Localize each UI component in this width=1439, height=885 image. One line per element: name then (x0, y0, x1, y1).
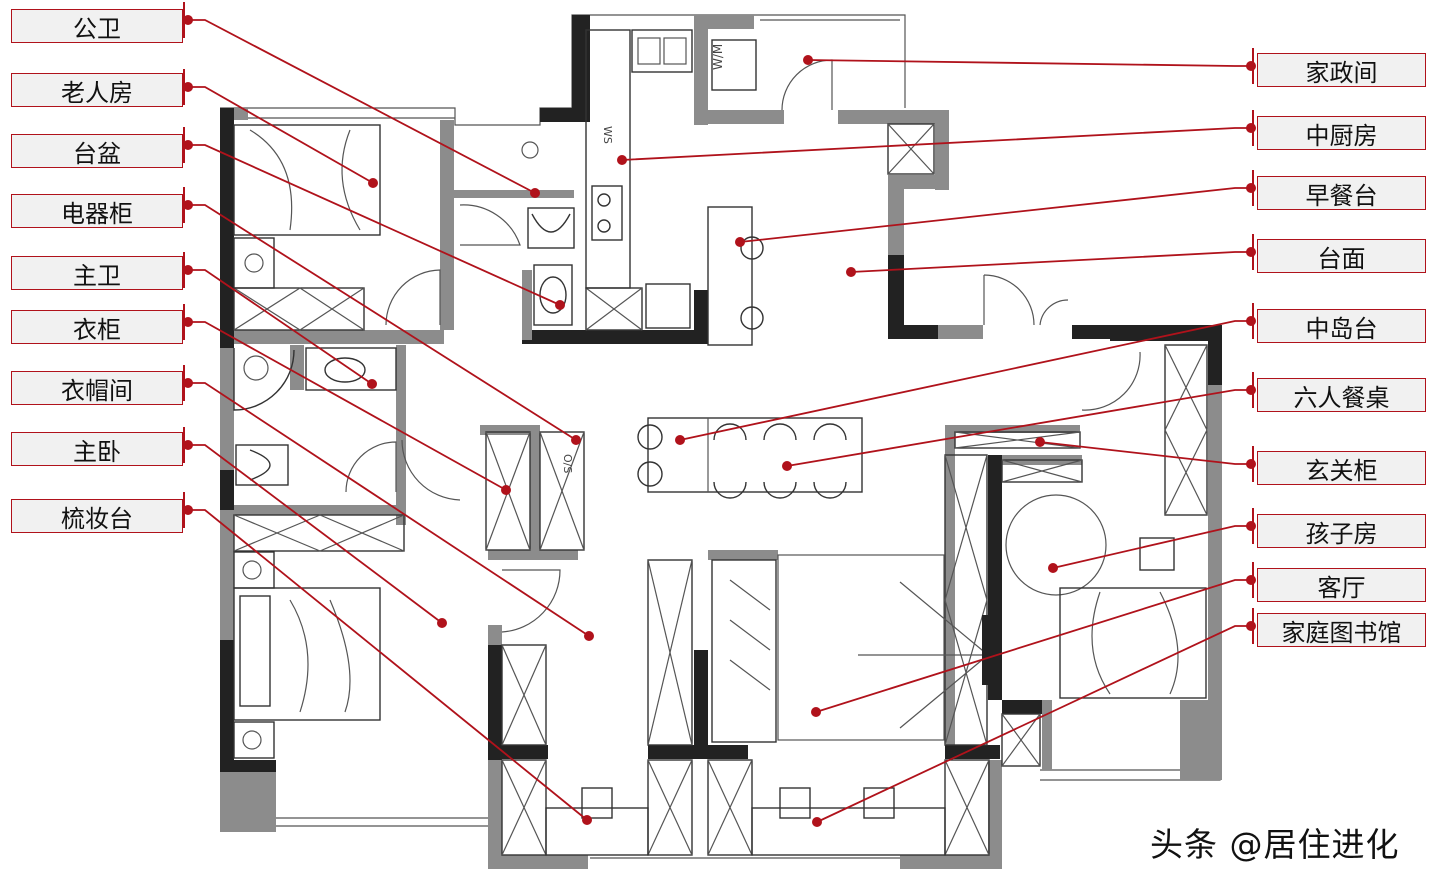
kitchen-fixtures: WS (585, 29, 753, 346)
label-breakfast-bar: 早餐台 (1257, 176, 1426, 210)
leader-utility-room (807, 59, 1253, 67)
master-bedroom-furniture (233, 551, 381, 759)
label-island: 中岛台 (1257, 309, 1426, 343)
label-tick (1252, 110, 1254, 146)
label-tick (1252, 372, 1254, 408)
label-tick (183, 252, 185, 288)
label-tick (183, 2, 185, 38)
label-tick (1252, 562, 1254, 598)
master-bath-fixtures (233, 347, 397, 493)
kids-room-furniture (1005, 351, 1207, 699)
wm-mark: W/M (711, 44, 725, 70)
label-dressing-table: 梳妆台 (11, 499, 183, 533)
label-family-library: 家庭图书馆 (1257, 613, 1426, 647)
label-tick (1252, 48, 1254, 84)
plan-outline (220, 14, 1221, 859)
leader-breakfast-bar (739, 187, 1253, 243)
label-entry-cabinet: 玄关柜 (1257, 451, 1426, 485)
label-wardrobe: 衣柜 (11, 310, 183, 344)
ws-mark: WS (601, 126, 614, 144)
label-tick (1252, 446, 1254, 482)
watermark: 头条 @居住进化 (1150, 825, 1400, 864)
label-public-bath: 公卫 (11, 9, 183, 43)
leader-basin (186, 144, 561, 306)
label-appliance-cabinet: 电器柜 (11, 194, 183, 228)
label-kids-room: 孩子房 (1257, 514, 1426, 548)
label-tick (183, 365, 185, 401)
leader-countertop (850, 251, 1253, 273)
leader-dots (183, 15, 1256, 827)
label-cloakroom: 衣帽间 (11, 371, 183, 405)
leader-elder-room (186, 86, 374, 184)
label-utility-room: 家政间 (1257, 53, 1426, 87)
label-tick (1252, 608, 1254, 644)
label-tick (183, 69, 185, 105)
label-chinese-kitchen: 中厨房 (1257, 116, 1426, 150)
label-tick (183, 127, 185, 163)
label-elder-room: 老人房 (11, 73, 183, 107)
structural-walls (220, 15, 1222, 772)
label-tick (1252, 234, 1254, 270)
label-countertop: 台面 (1257, 239, 1426, 273)
living-room-furniture (711, 554, 990, 743)
label-tick (183, 492, 185, 528)
label-six-seat-table: 六人餐桌 (1257, 378, 1426, 412)
os-mark: O/S (561, 454, 574, 473)
label-tick (1252, 303, 1254, 339)
label-tick (1252, 170, 1254, 206)
label-basin: 台盆 (11, 134, 183, 168)
label-living-room: 客厅 (1257, 568, 1426, 602)
label-master-bedroom: 主卧 (11, 432, 183, 466)
public-bath-fixtures (385, 141, 575, 326)
elder-room-furniture (233, 124, 381, 289)
study-furniture (401, 274, 1069, 856)
label-master-bath: 主卫 (11, 256, 183, 290)
dining-furniture (637, 236, 863, 499)
partition-walls (220, 15, 1222, 869)
leader-kids-room (1052, 525, 1253, 569)
leader-living-room (815, 579, 1253, 713)
label-tick (183, 304, 185, 340)
label-tick (1252, 508, 1254, 544)
label-tick (183, 427, 185, 463)
label-tick (183, 187, 185, 223)
utility-fixtures: W/M (711, 39, 833, 111)
